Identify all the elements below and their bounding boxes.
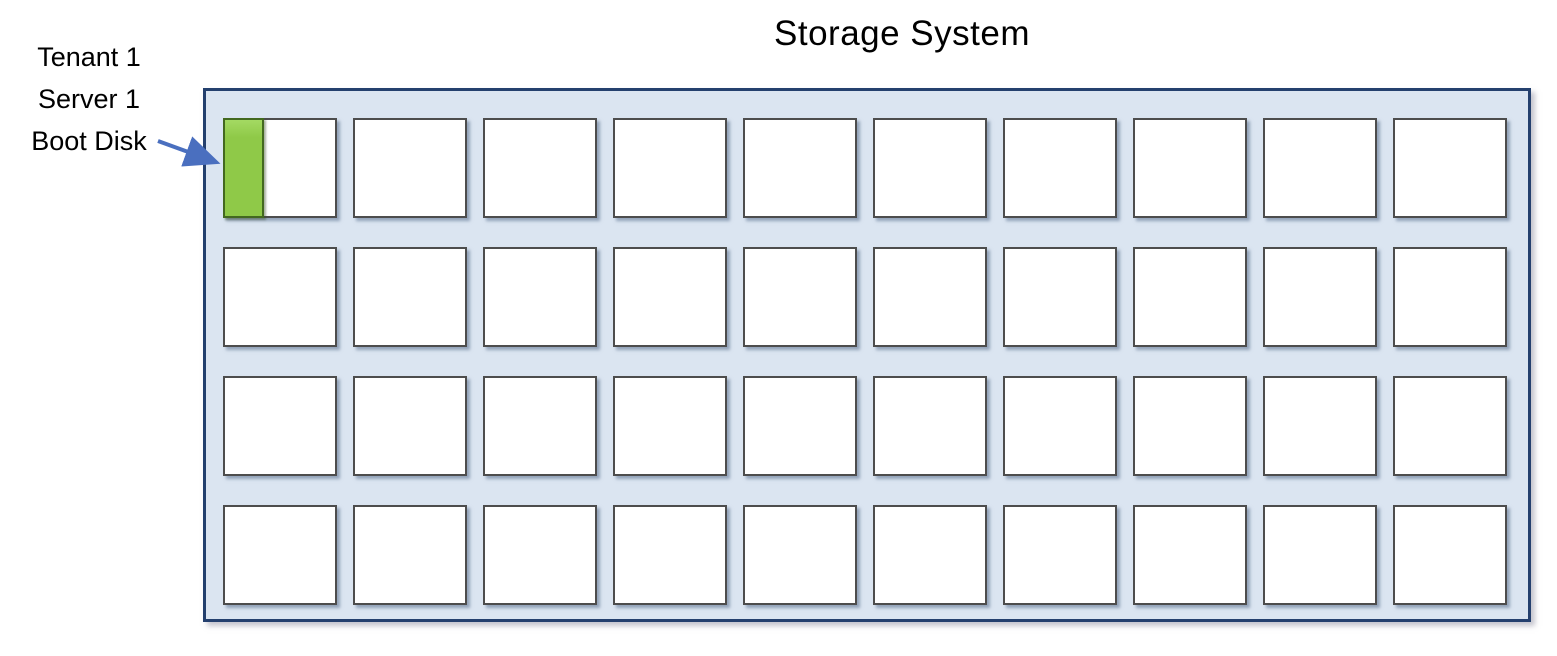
- disk-slot: [353, 118, 467, 218]
- disk-slot: [613, 247, 727, 347]
- disk-slot: [743, 118, 857, 218]
- disk-slot: [1393, 247, 1507, 347]
- disk-slot: [1133, 376, 1247, 476]
- disk-slot: [873, 118, 987, 218]
- storage-system-container: [203, 88, 1531, 622]
- disk-slot: [483, 247, 597, 347]
- disk-slot: [1133, 118, 1247, 218]
- disk-slot: [483, 376, 597, 476]
- disk-slot: [1393, 505, 1507, 605]
- disk-slot: [1263, 118, 1377, 218]
- boot-disk-highlight: [223, 118, 264, 218]
- disk-slot: [613, 376, 727, 476]
- disk-slot: [873, 376, 987, 476]
- disk-slot: [873, 247, 987, 347]
- disk-slot: [353, 505, 467, 605]
- boot-disk-annotation: Tenant 1 Server 1 Boot Disk: [6, 36, 172, 162]
- disk-slot: [1003, 118, 1117, 218]
- disk-slot: [223, 247, 337, 347]
- annotation-line-server: Server 1: [37, 84, 141, 114]
- disk-slot: [613, 118, 727, 218]
- disk-slot: [1003, 505, 1117, 605]
- disk-slot: [353, 247, 467, 347]
- disk-slot: [1133, 247, 1247, 347]
- disk-slot: [1003, 376, 1117, 476]
- disk-slot: [353, 376, 467, 476]
- disk-slot: [223, 376, 337, 476]
- disk-slot: [613, 505, 727, 605]
- disk-slot: [743, 376, 857, 476]
- disk-slot: [1133, 505, 1247, 605]
- disk-slot: [483, 505, 597, 605]
- disk-slot: [1263, 376, 1377, 476]
- page-title: Storage System: [774, 14, 1030, 53]
- disk-slot: [223, 505, 337, 605]
- disk-slot: [223, 118, 337, 218]
- disk-grid: [206, 91, 1528, 619]
- disk-slot: [873, 505, 987, 605]
- annotation-line-tenant: Tenant 1: [37, 42, 141, 72]
- disk-slot: [1263, 505, 1377, 605]
- disk-slot: [1393, 376, 1507, 476]
- disk-slot: [743, 505, 857, 605]
- disk-slot: [1003, 247, 1117, 347]
- disk-slot: [743, 247, 857, 347]
- disk-slot: [483, 118, 597, 218]
- disk-slot: [1393, 118, 1507, 218]
- disk-slot: [1263, 247, 1377, 347]
- annotation-line-bootdisk: Boot Disk: [31, 126, 147, 156]
